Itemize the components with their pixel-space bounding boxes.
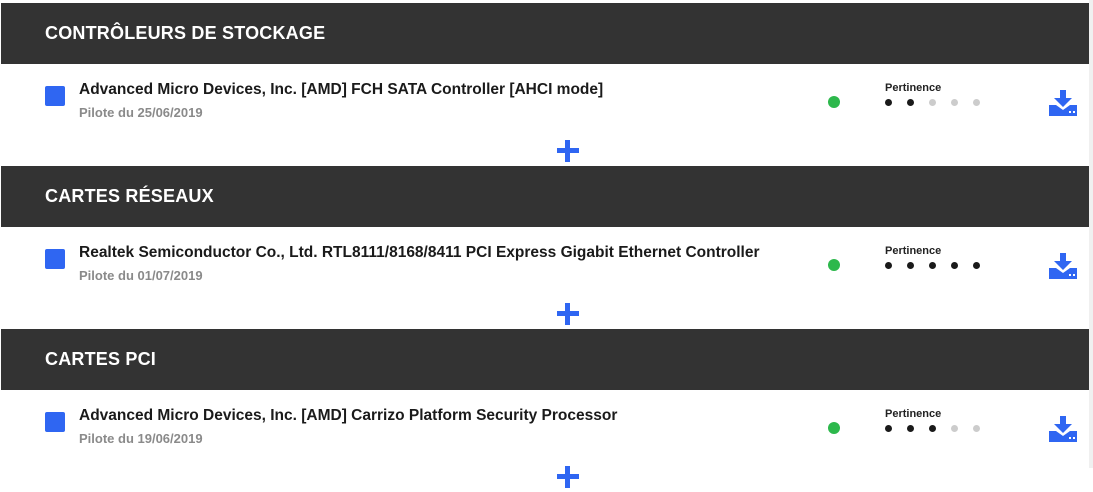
section-header: CONTRÔLEURS DE STOCKAGE [1,3,1089,64]
relevance-dot [951,425,958,432]
relevance-dot [929,425,936,432]
relevance-label: Pertinence [885,245,942,257]
driver-date: Pilote du 01/07/2019 [79,268,203,283]
relevance-dot [907,99,914,106]
download-icon[interactable] [1049,253,1077,279]
select-checkbox[interactable] [45,412,65,432]
device-name: Advanced Micro Devices, Inc. [AMD] FCH S… [79,81,604,98]
relevance-dot [973,99,980,106]
relevance-dot [973,425,980,432]
status-indicator [828,259,840,271]
relevance-dot [951,99,958,106]
expand-plus-icon[interactable] [557,466,579,488]
driver-row: Advanced Micro Devices, Inc. [AMD] Carri… [1,390,1089,492]
relevance-rating [885,425,980,432]
scrollbar[interactable] [1089,0,1093,468]
status-indicator [828,96,840,108]
relevance-dot [885,262,892,269]
driver-row: Advanced Micro Devices, Inc. [AMD] FCH S… [1,64,1089,166]
section-header: CARTES RÉSEAUX [1,166,1089,227]
driver-row: Realtek Semiconductor Co., Ltd. RTL8111/… [1,227,1089,329]
relevance-rating [885,262,980,269]
relevance-dot [973,262,980,269]
select-checkbox[interactable] [45,249,65,269]
relevance-dot [951,262,958,269]
driver-date: Pilote du 19/06/2019 [79,431,203,446]
relevance-dot [885,425,892,432]
relevance-dot [929,262,936,269]
relevance-label: Pertinence [885,408,942,420]
status-indicator [828,422,840,434]
select-checkbox[interactable] [45,86,65,106]
relevance-dot [929,99,936,106]
relevance-rating [885,99,980,106]
download-icon[interactable] [1049,90,1077,116]
relevance-dot [885,99,892,106]
expand-plus-icon[interactable] [557,303,579,325]
driver-date: Pilote du 25/06/2019 [79,105,203,120]
device-name: Realtek Semiconductor Co., Ltd. RTL8111/… [79,244,760,261]
relevance-label: Pertinence [885,82,942,94]
section-header: CARTES PCI [1,329,1089,390]
expand-plus-icon[interactable] [557,140,579,162]
device-name: Advanced Micro Devices, Inc. [AMD] Carri… [79,407,618,424]
download-icon[interactable] [1049,416,1077,442]
driver-list: CONTRÔLEURS DE STOCKAGE Advanced Micro D… [1,3,1089,492]
relevance-dot [907,425,914,432]
relevance-dot [907,262,914,269]
